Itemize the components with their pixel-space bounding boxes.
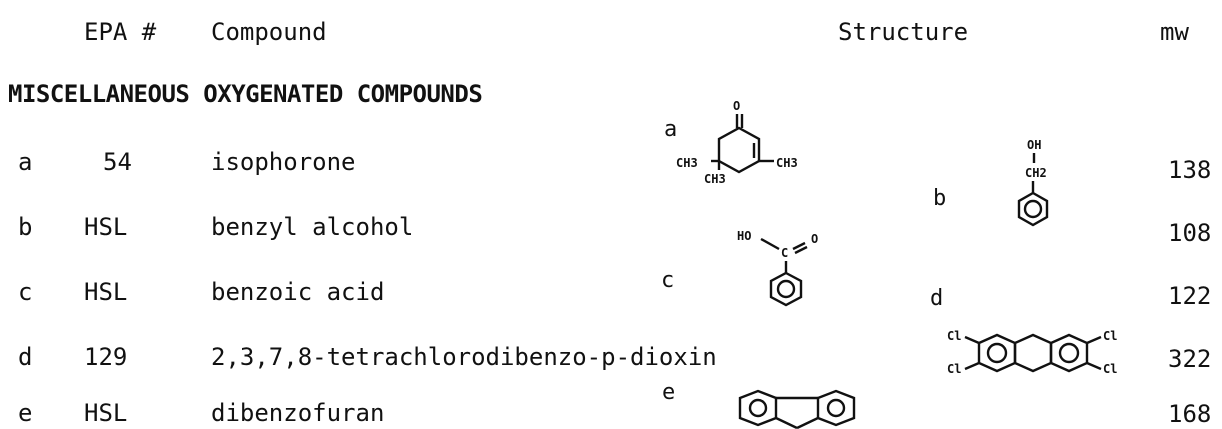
row-d-mw: 322 <box>1168 345 1212 373</box>
structure-d-cl-top-right: Cl <box>1103 329 1117 343</box>
dibenzofuran-structure <box>738 389 856 429</box>
row-e-epa-number: HSL <box>84 399 128 427</box>
structure-d-cl-bottom-right: Cl <box>1103 362 1117 376</box>
row-c-mw: 122 <box>1168 282 1212 310</box>
row-d-letter: d <box>18 343 33 371</box>
benzyl-alcohol-structure: OH CH2 <box>1017 138 1049 227</box>
row-b-compound: benzyl alcohol <box>211 213 414 241</box>
structure-c-carbon: C <box>781 246 788 260</box>
structure-c-ho: HO <box>737 229 751 243</box>
row-d-compound: 2,3,7,8-tetrachlorodibenzo-p-dioxin <box>211 343 717 371</box>
header-structure: Structure <box>838 18 969 46</box>
header-epa-number: EPA # <box>84 18 157 46</box>
row-c-compound: benzoic acid <box>211 278 385 306</box>
benzoic-acid-structure: HO C O <box>737 229 818 307</box>
row-a-epa-number: 54 <box>103 148 132 176</box>
row-b-epa-number: HSL <box>84 213 128 241</box>
row-e-letter: e <box>18 399 33 427</box>
structure-a-label: a <box>664 117 678 142</box>
structure-e-label: e <box>662 380 676 405</box>
structure-a-ch3-left: CH3 <box>676 156 698 170</box>
structure-b-ch2: CH2 <box>1025 166 1047 180</box>
structure-b-label: b <box>933 186 947 211</box>
row-c-epa-number: HSL <box>84 278 128 306</box>
section-title: MISCELLANEOUS OXYGENATED COMPOUNDS <box>8 80 483 108</box>
header-mw: mw <box>1160 18 1189 46</box>
structure-d-cl-bottom-left: Cl <box>947 362 961 376</box>
structure-d-label: d <box>930 286 944 311</box>
structure-a-ch3-mid: CH3 <box>704 172 726 186</box>
structure-d-cl-top-left: Cl <box>947 329 961 343</box>
row-b-mw: 108 <box>1168 219 1212 247</box>
row-b-letter: b <box>18 213 33 241</box>
structure-a-oxygen: O <box>733 99 740 113</box>
row-a-compound: isophorone <box>211 148 356 176</box>
row-a-mw: 138 <box>1168 156 1212 184</box>
tcdd-structure: Cl Cl Cl Cl <box>947 329 1117 376</box>
header-compound: Compound <box>211 18 327 46</box>
row-e-compound: dibenzofuran <box>211 399 385 427</box>
structure-a-ch3-right: CH3 <box>776 156 798 170</box>
row-c-letter: c <box>18 278 33 306</box>
structure-c-oxygen: O <box>811 232 818 246</box>
structure-c-label: c <box>661 268 675 293</box>
row-d-epa-number: 129 <box>84 343 128 371</box>
structure-b-oh: OH <box>1027 138 1041 152</box>
row-e-mw: 168 <box>1168 400 1212 428</box>
isophorone-structure: O CH3 CH3 CH3 <box>676 99 798 186</box>
row-a-letter: a <box>18 148 33 176</box>
